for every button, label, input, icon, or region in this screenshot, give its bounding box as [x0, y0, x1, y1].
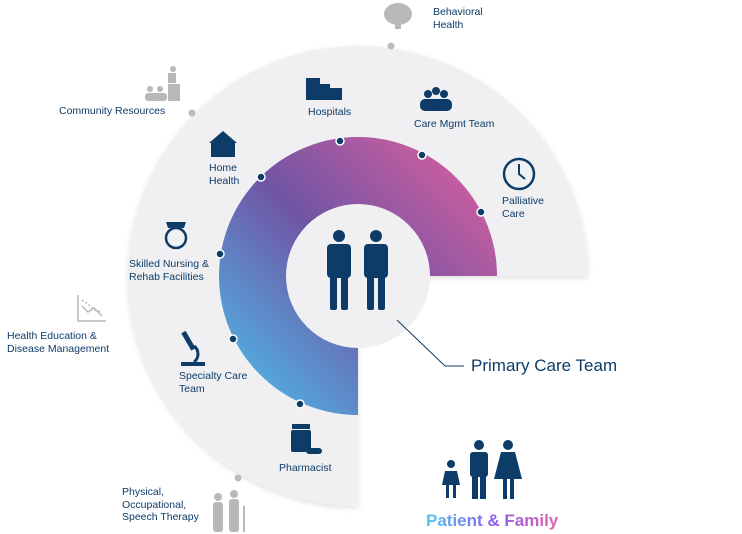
label-health-education: Health Education & Disease Management: [7, 330, 110, 355]
elderly-icon: [213, 490, 245, 532]
team-icon: [420, 87, 452, 111]
label-hospitals: Hospitals: [308, 106, 352, 118]
microscope-icon: [181, 330, 205, 366]
label-specialty-care: Specialty Care Team: [179, 370, 248, 395]
chart-icon: [77, 295, 106, 322]
family-icon: [442, 440, 522, 499]
hospital-icon: [306, 78, 342, 100]
label-palliative-care: Palliative Care: [502, 195, 545, 220]
label-community-resources: Community Resources: [59, 105, 166, 117]
label-home-health: Home Health: [209, 162, 240, 187]
nurse-icon: [164, 222, 188, 250]
primary-care-team-label: Primary Care Team: [471, 356, 618, 375]
label-behavioral-health: Behavioral Health: [433, 6, 483, 31]
label-skilled-nursing: Skilled Nursing & Rehab Facilities: [129, 258, 209, 283]
outer-dots: [188, 42, 395, 482]
patient-family-label: Patient & Family: [426, 511, 559, 530]
pill-bottle-icon: [291, 424, 322, 454]
label-physical-therapy: Physical, Occupational, Speech Therapy: [122, 486, 199, 523]
inner-dots: [215, 136, 486, 409]
presenter-icon: [145, 66, 180, 101]
clock-icon: [502, 157, 536, 191]
center-disk: [286, 204, 430, 348]
label-pharmacist: Pharmacist: [279, 462, 332, 474]
leader-line: [396, 319, 464, 367]
label-care-mgmt-team: Care Mgmt Team: [414, 118, 495, 130]
doctors-icon: [327, 230, 388, 310]
house-icon: [209, 131, 237, 157]
brain-icon: [384, 3, 412, 29]
